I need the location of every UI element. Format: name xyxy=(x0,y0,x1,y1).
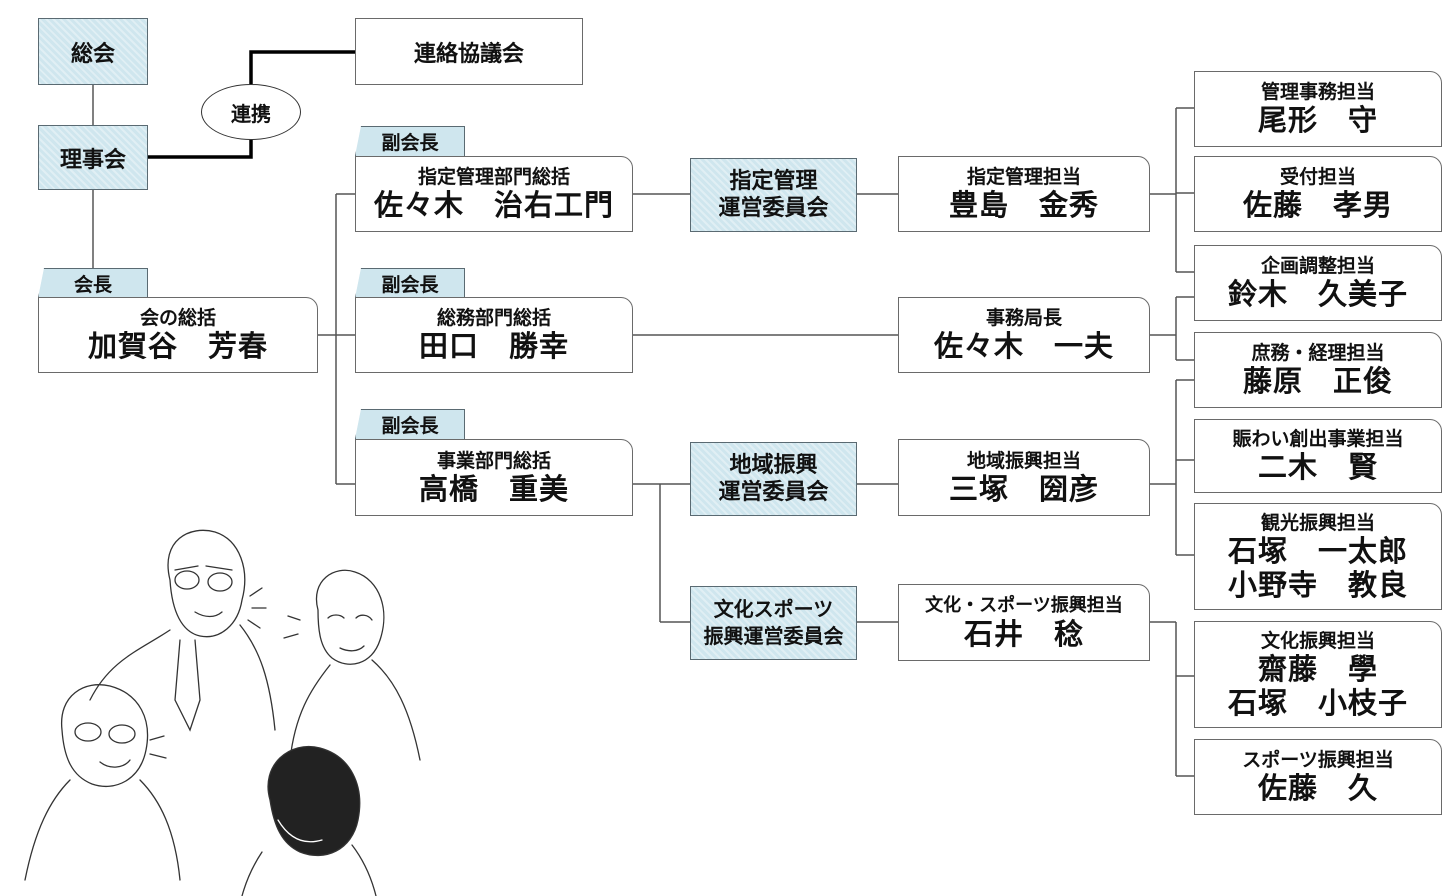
committee-line2: 振興運営委員会 xyxy=(703,624,844,648)
committee-line1: 指定管理 xyxy=(729,169,818,194)
committee-line2: 運営委員会 xyxy=(718,480,829,505)
staff-name: 佐藤 孝男 xyxy=(1242,188,1393,222)
staff-box: 文化振興担当 齋藤 學 石塚 小枝子 xyxy=(1194,621,1442,728)
vp-title: 事業部門総括 xyxy=(436,449,551,472)
staff-box: 受付担当 佐藤 孝男 xyxy=(1194,156,1442,232)
staff-box: 賑わい創出事業担当 二木 賢 xyxy=(1194,419,1442,493)
people-sketch-illustration xyxy=(24,529,421,896)
manager-title: 文化・スポーツ振興担当 xyxy=(925,594,1123,616)
president-name: 加賀谷 芳春 xyxy=(87,329,268,363)
vp-name: 田口 勝幸 xyxy=(418,329,569,363)
manager-name: 豊島 金秀 xyxy=(948,188,1099,222)
manager-title: 事務局長 xyxy=(985,307,1062,329)
manager-name: 石井 稔 xyxy=(963,616,1084,651)
staff-name: 藤原 正俊 xyxy=(1242,364,1393,398)
president-tab: 会長 xyxy=(38,268,148,298)
manager-name: 佐々木 一夫 xyxy=(933,329,1114,363)
manager-name: 三塚 圀彦 xyxy=(948,471,1099,506)
president-tab-label: 会長 xyxy=(73,274,112,296)
general-meeting-box: 総会 xyxy=(38,18,148,85)
staff-title: 賑わい創出事業担当 xyxy=(1232,428,1404,450)
vp-title: 指定管理部門総括 xyxy=(417,166,570,188)
staff-name-2: 石塚 小枝子 xyxy=(1227,685,1408,720)
committee-line1: 地域振興 xyxy=(729,453,818,478)
vp-tab: 副会長 xyxy=(355,409,465,439)
vp-name: 高橋 重美 xyxy=(418,471,569,506)
staff-name: 佐藤 久 xyxy=(1257,771,1378,805)
vp-box-designated: 指定管理部門総括 佐々木 治右工門 xyxy=(355,156,633,232)
staff-box: 庶務・経理担当 藤原 正俊 xyxy=(1194,332,1442,408)
staff-box: 企画調整担当 鈴木 久美子 xyxy=(1194,245,1442,321)
staff-box: 管理事務担当 尾形 守 xyxy=(1194,71,1442,147)
manager-box: 文化・スポーツ振興担当 石井 稔 xyxy=(898,584,1150,661)
staff-title: スポーツ振興担当 xyxy=(1242,749,1394,771)
staff-name: 石塚 一太郎 xyxy=(1227,533,1408,568)
vp-title: 総務部門総括 xyxy=(436,307,551,329)
vp-tab: 副会長 xyxy=(355,126,465,156)
cooperation-label: 連携 xyxy=(231,101,271,126)
cooperation-ellipse: 連携 xyxy=(201,84,301,140)
vp-box-business: 事業部門総括 高橋 重美 xyxy=(355,439,633,516)
staff-name-2: 小野寺 教良 xyxy=(1227,567,1408,602)
president-box: 会の総括 加賀谷 芳春 xyxy=(38,297,318,373)
vp-tab-label: 副会長 xyxy=(381,415,439,437)
staff-box: スポーツ振興担当 佐藤 久 xyxy=(1194,739,1442,815)
committee-culture-sports: 文化スポーツ 振興運営委員会 xyxy=(690,586,857,660)
manager-box: 指定管理担当 豊島 金秀 xyxy=(898,156,1150,232)
liaison-council-box: 連絡協議会 xyxy=(355,18,583,85)
staff-name: 尾形 守 xyxy=(1257,103,1378,137)
vp-tab-label: 副会長 xyxy=(381,132,439,154)
staff-title: 観光振興担当 xyxy=(1260,511,1375,534)
staff-name: 齋藤 學 xyxy=(1257,651,1378,686)
vp-tab-label: 副会長 xyxy=(381,274,439,296)
committee-designated: 指定管理 運営委員会 xyxy=(690,158,857,232)
manager-title: 地域振興担当 xyxy=(966,449,1081,472)
staff-box: 観光振興担当 石塚 一太郎 小野寺 教良 xyxy=(1194,503,1442,610)
staff-title: 管理事務担当 xyxy=(1260,81,1375,103)
manager-box: 事務局長 佐々木 一夫 xyxy=(898,297,1150,373)
staff-title: 庶務・経理担当 xyxy=(1251,342,1385,364)
general-meeting-label: 総会 xyxy=(70,41,115,67)
committee-regional: 地域振興 運営委員会 xyxy=(690,442,857,516)
manager-box: 地域振興担当 三塚 圀彦 xyxy=(898,439,1150,516)
staff-name: 二木 賢 xyxy=(1257,450,1378,484)
staff-title: 受付担当 xyxy=(1279,166,1356,188)
vp-name: 佐々木 治右工門 xyxy=(373,188,614,222)
staff-title: 文化振興担当 xyxy=(1260,629,1375,652)
president-title: 会の総括 xyxy=(139,307,216,329)
board-label: 理事会 xyxy=(59,147,126,173)
vp-tab: 副会長 xyxy=(355,268,465,298)
committee-line2: 運営委員会 xyxy=(718,196,829,221)
committee-line1: 文化スポーツ xyxy=(713,597,834,621)
manager-title: 指定管理担当 xyxy=(966,166,1081,188)
liaison-council-label: 連絡協議会 xyxy=(413,41,524,67)
vp-box-general-affairs: 総務部門総括 田口 勝幸 xyxy=(355,297,633,373)
staff-name: 鈴木 久美子 xyxy=(1227,277,1408,311)
staff-title: 企画調整担当 xyxy=(1260,255,1375,277)
board-box: 理事会 xyxy=(38,125,148,190)
